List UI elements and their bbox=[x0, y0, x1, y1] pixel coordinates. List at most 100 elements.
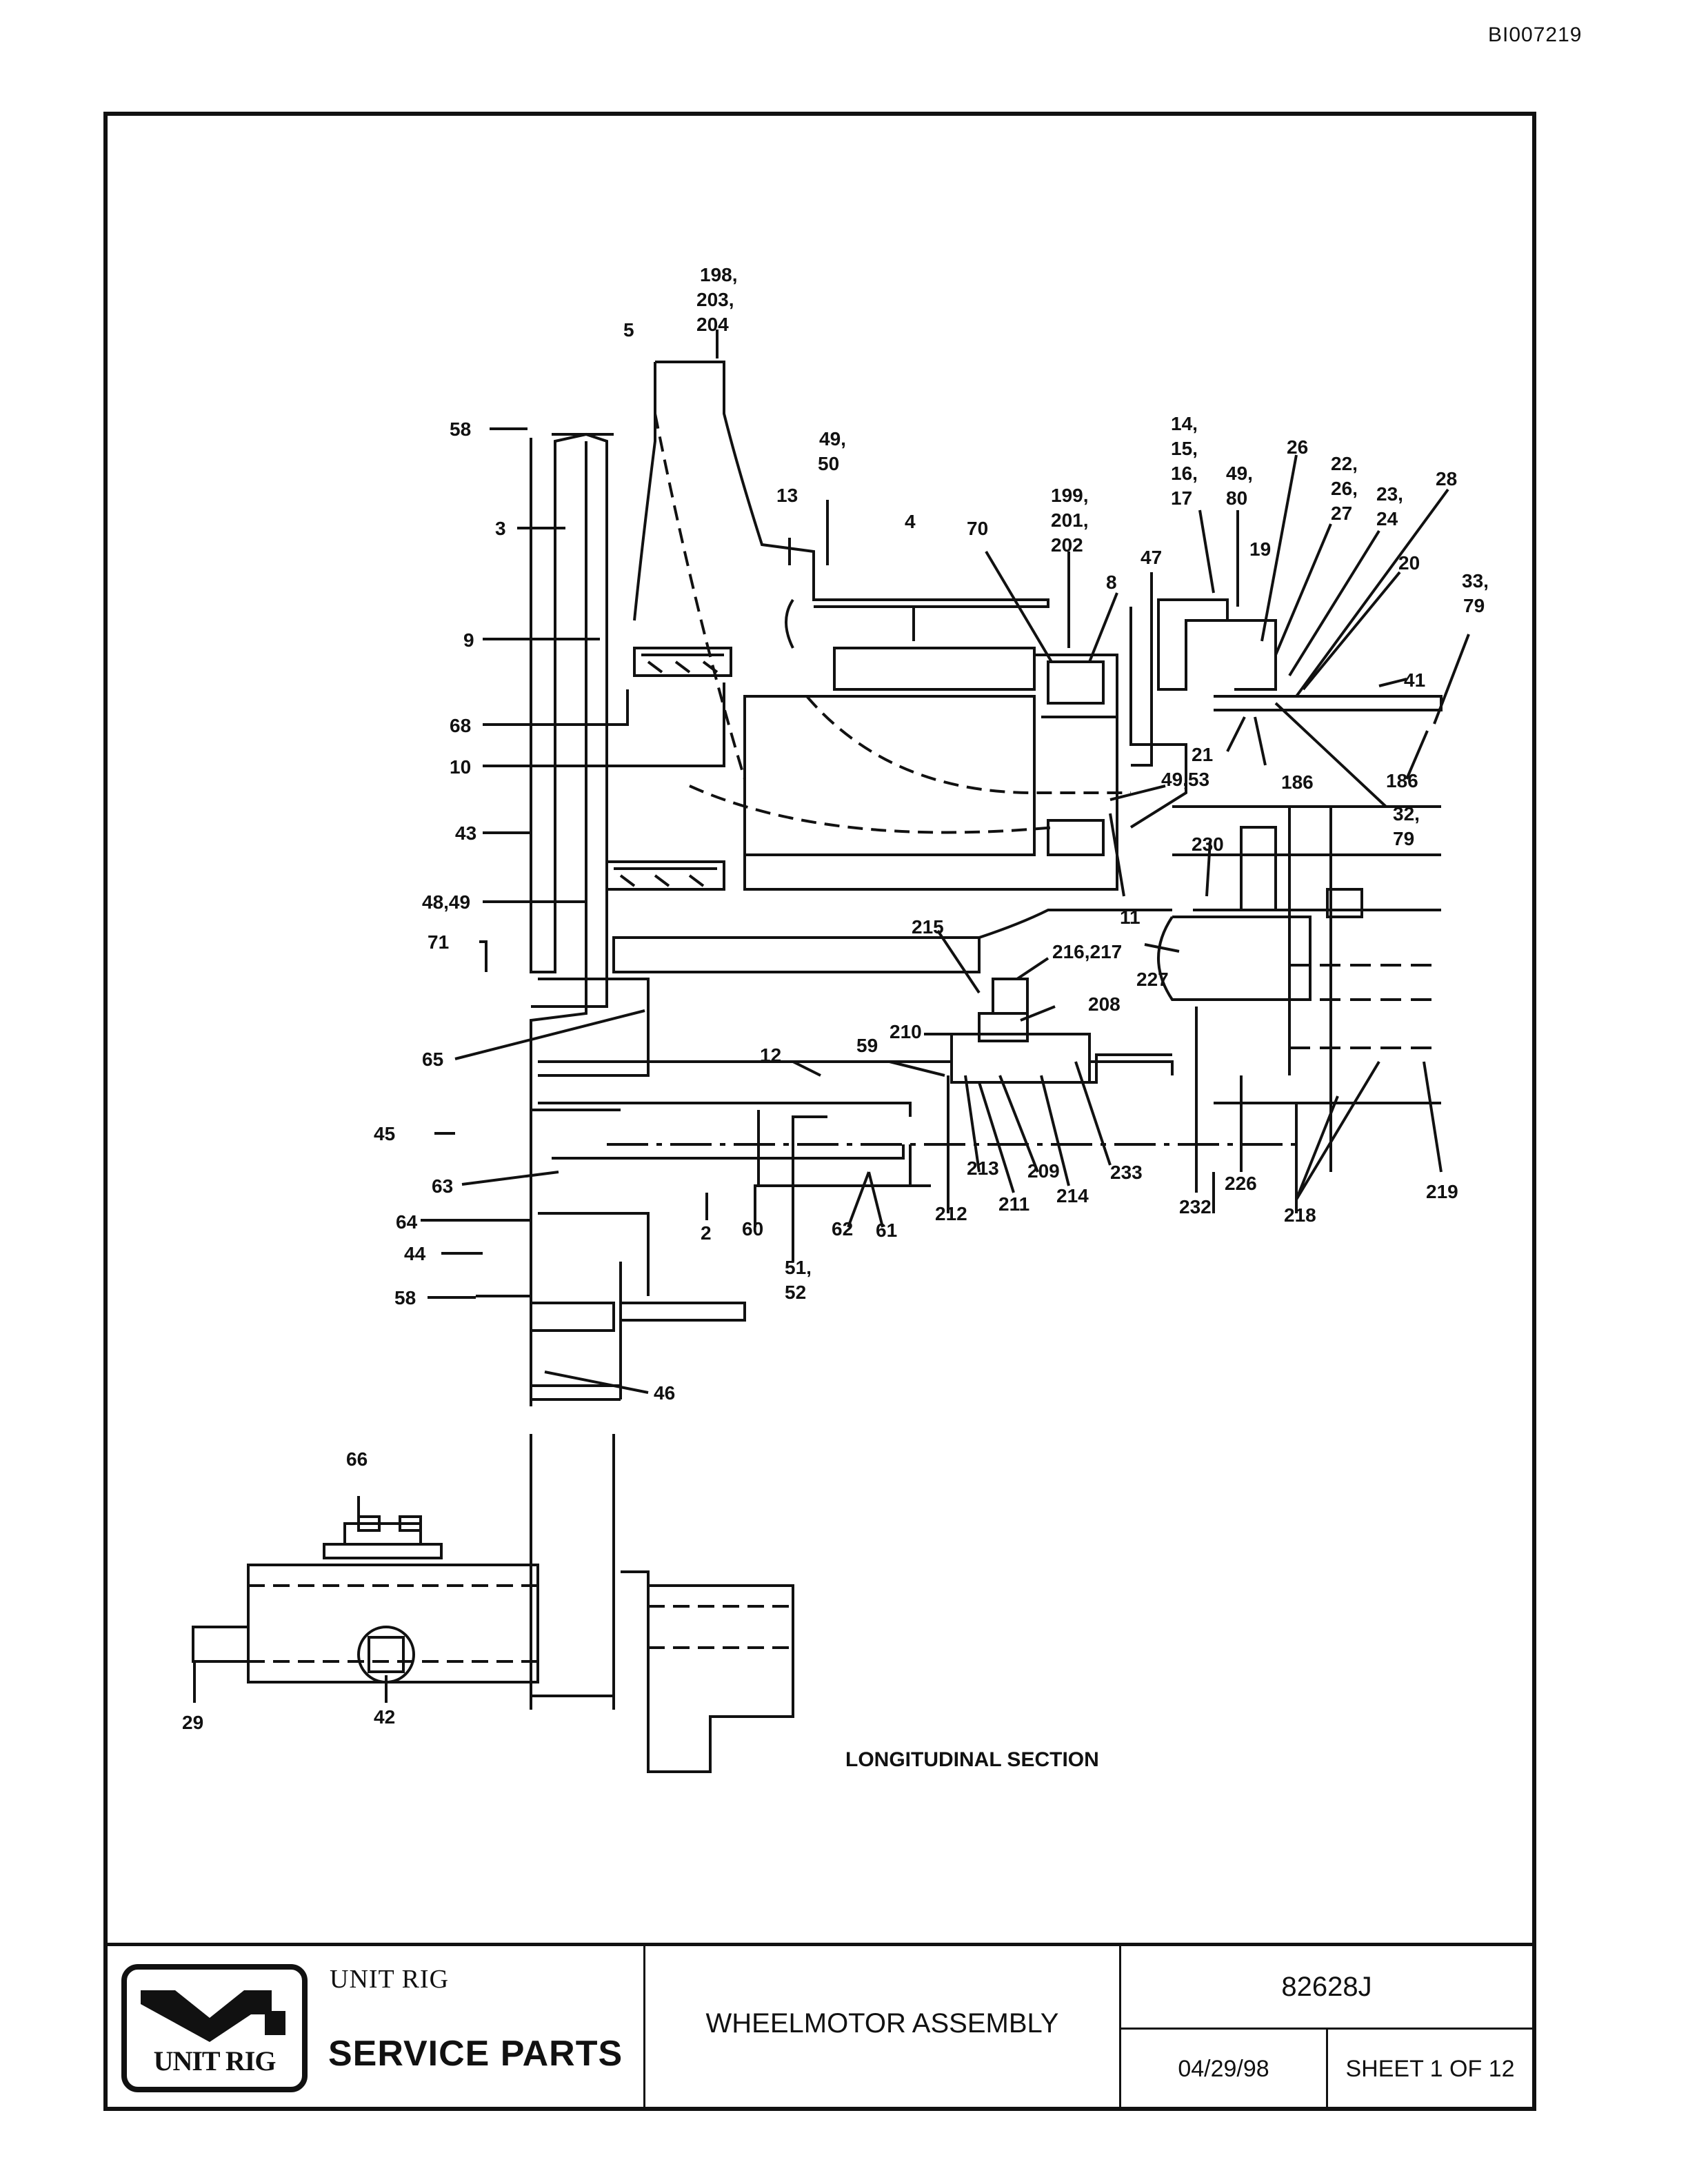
callout-26-top: 26 bbox=[1287, 436, 1308, 458]
document-id: BI007219 bbox=[1488, 23, 1582, 46]
callout-198: 198, bbox=[700, 264, 738, 285]
callout-29: 29 bbox=[182, 1712, 203, 1733]
callout-64: 64 bbox=[396, 1211, 418, 1233]
callout-45: 45 bbox=[374, 1123, 395, 1144]
logo-mark-icon bbox=[141, 1990, 285, 2042]
callout-17: 17 bbox=[1171, 487, 1192, 509]
callout-2: 2 bbox=[701, 1222, 712, 1244]
callout-24: 24 bbox=[1376, 508, 1398, 529]
callout-227: 227 bbox=[1136, 969, 1169, 990]
title-block-info-cell: 82628J 04/29/98 SHEET 1 OF 12 bbox=[1121, 1946, 1532, 2110]
callout-32: 32, bbox=[1393, 803, 1420, 825]
leader-lines bbox=[193, 330, 1470, 1703]
callout-48-49: 48,49 bbox=[422, 891, 470, 913]
callout-13: 13 bbox=[776, 485, 798, 506]
callout-49-b: 49, bbox=[1226, 463, 1253, 484]
callout-49-a: 49, bbox=[819, 428, 846, 449]
assembly-title: WHEELMOTOR ASSEMBLY bbox=[705, 2008, 1059, 2039]
callout-219: 219 bbox=[1426, 1181, 1458, 1202]
logo-wordmark: UNIT RIG bbox=[153, 2045, 277, 2076]
line-work bbox=[192, 361, 1443, 1773]
callout-79-a: 79 bbox=[1463, 595, 1485, 616]
callout-3: 3 bbox=[495, 518, 506, 539]
callout-186-a: 186 bbox=[1281, 771, 1314, 793]
callout-201: 201, bbox=[1051, 509, 1089, 531]
callout-49-53: 49,53 bbox=[1161, 769, 1209, 790]
callout-9: 9 bbox=[463, 629, 474, 651]
callout-16: 16, bbox=[1171, 463, 1198, 484]
callout-199: 199, bbox=[1051, 485, 1089, 506]
sheet-number: SHEET 1 OF 12 bbox=[1345, 2056, 1515, 2082]
callout-52: 52 bbox=[785, 1282, 806, 1303]
callout-61: 61 bbox=[876, 1220, 897, 1241]
callout-62: 62 bbox=[832, 1218, 853, 1240]
callout-8: 8 bbox=[1106, 572, 1117, 593]
callout-47: 47 bbox=[1141, 547, 1162, 568]
callout-70: 70 bbox=[967, 518, 988, 539]
title-block-title-cell: WHEELMOTOR ASSEMBLY bbox=[645, 1946, 1121, 2110]
callout-50: 50 bbox=[818, 453, 839, 474]
callout-19: 19 bbox=[1249, 538, 1271, 560]
callout-labels: 198, 203, 20 4 5 58 3 9 68 10 43 48,49 71… bbox=[182, 264, 1489, 1771]
callout-41: 41 bbox=[1404, 669, 1425, 691]
callout-58-bottom: 58 bbox=[394, 1287, 416, 1308]
callout-5: 5 bbox=[623, 319, 634, 341]
callout-80: 80 bbox=[1226, 487, 1247, 509]
callout-202: 202 bbox=[1051, 534, 1083, 556]
callout-14: 14, bbox=[1171, 413, 1198, 434]
callout-11: 11 bbox=[1120, 907, 1141, 928]
callout-215: 215 bbox=[912, 916, 944, 938]
callout-208: 208 bbox=[1088, 993, 1121, 1015]
callout-58-top: 58 bbox=[450, 418, 471, 440]
callout-4: 4 bbox=[905, 511, 916, 532]
callout-63: 63 bbox=[432, 1175, 453, 1197]
title-block: UNIT RIG UNIT RIG SERVICE PARTS WHEELMOT… bbox=[108, 1943, 1532, 2110]
callout-66: 66 bbox=[346, 1448, 368, 1470]
callout-203: 203, bbox=[696, 289, 734, 310]
callout-214: 214 bbox=[1056, 1185, 1089, 1206]
callout-51: 51, bbox=[785, 1257, 812, 1278]
drawing-frame bbox=[103, 112, 1536, 2111]
callout-209: 209 bbox=[1027, 1160, 1060, 1182]
callout-210: 210 bbox=[890, 1021, 922, 1042]
callout-212: 212 bbox=[935, 1203, 967, 1224]
callout-10: 10 bbox=[450, 756, 471, 778]
callout-218: 218 bbox=[1284, 1204, 1316, 1226]
callout-68: 68 bbox=[450, 715, 471, 736]
callout-42: 42 bbox=[374, 1706, 395, 1728]
callout-22: 22, bbox=[1331, 453, 1358, 474]
callout-43: 43 bbox=[455, 822, 476, 844]
callout-65: 65 bbox=[422, 1049, 443, 1070]
callout-230: 230 bbox=[1192, 833, 1224, 855]
callout-21: 21 bbox=[1192, 744, 1213, 765]
callout-28: 28 bbox=[1436, 468, 1457, 489]
callout-20: 20 bbox=[1398, 552, 1420, 574]
callout-15: 15, bbox=[1171, 438, 1198, 459]
callout-226: 226 bbox=[1225, 1173, 1257, 1194]
callout-232: 232 bbox=[1179, 1196, 1212, 1217]
callout-211: 211 bbox=[998, 1193, 1029, 1215]
unit-rig-logo: UNIT RIG bbox=[121, 1964, 308, 2092]
drawing-number: 82628J bbox=[1121, 1946, 1532, 2030]
callout-71: 71 bbox=[428, 931, 449, 953]
company-name: UNIT RIG bbox=[330, 1965, 450, 1994]
callout-12: 12 bbox=[760, 1044, 781, 1066]
callout-44: 44 bbox=[404, 1243, 426, 1264]
callout-213: 213 bbox=[967, 1157, 999, 1179]
title-block-logo-cell: UNIT RIG UNIT RIG SERVICE PARTS bbox=[108, 1946, 645, 2110]
callout-26-b: 26, bbox=[1331, 478, 1358, 499]
callout-59: 59 bbox=[856, 1035, 878, 1056]
section-label: LONGITUDINAL SECTION bbox=[845, 1748, 1099, 1771]
callout-186-b: 186 bbox=[1386, 770, 1418, 791]
callout-79-b: 79 bbox=[1393, 828, 1414, 849]
callout-216-217: 216,217 bbox=[1052, 941, 1122, 962]
service-parts-label: SERVICE PARTS bbox=[328, 2034, 623, 2074]
callout-233: 233 bbox=[1110, 1162, 1143, 1183]
callout-60: 60 bbox=[742, 1218, 763, 1240]
callout-23: 23, bbox=[1376, 483, 1403, 505]
drawing-date: 04/29/98 bbox=[1121, 2028, 1328, 2110]
callout-33: 33, bbox=[1462, 570, 1489, 592]
callout-27: 27 bbox=[1331, 503, 1352, 524]
callout-46: 46 bbox=[654, 1382, 675, 1404]
